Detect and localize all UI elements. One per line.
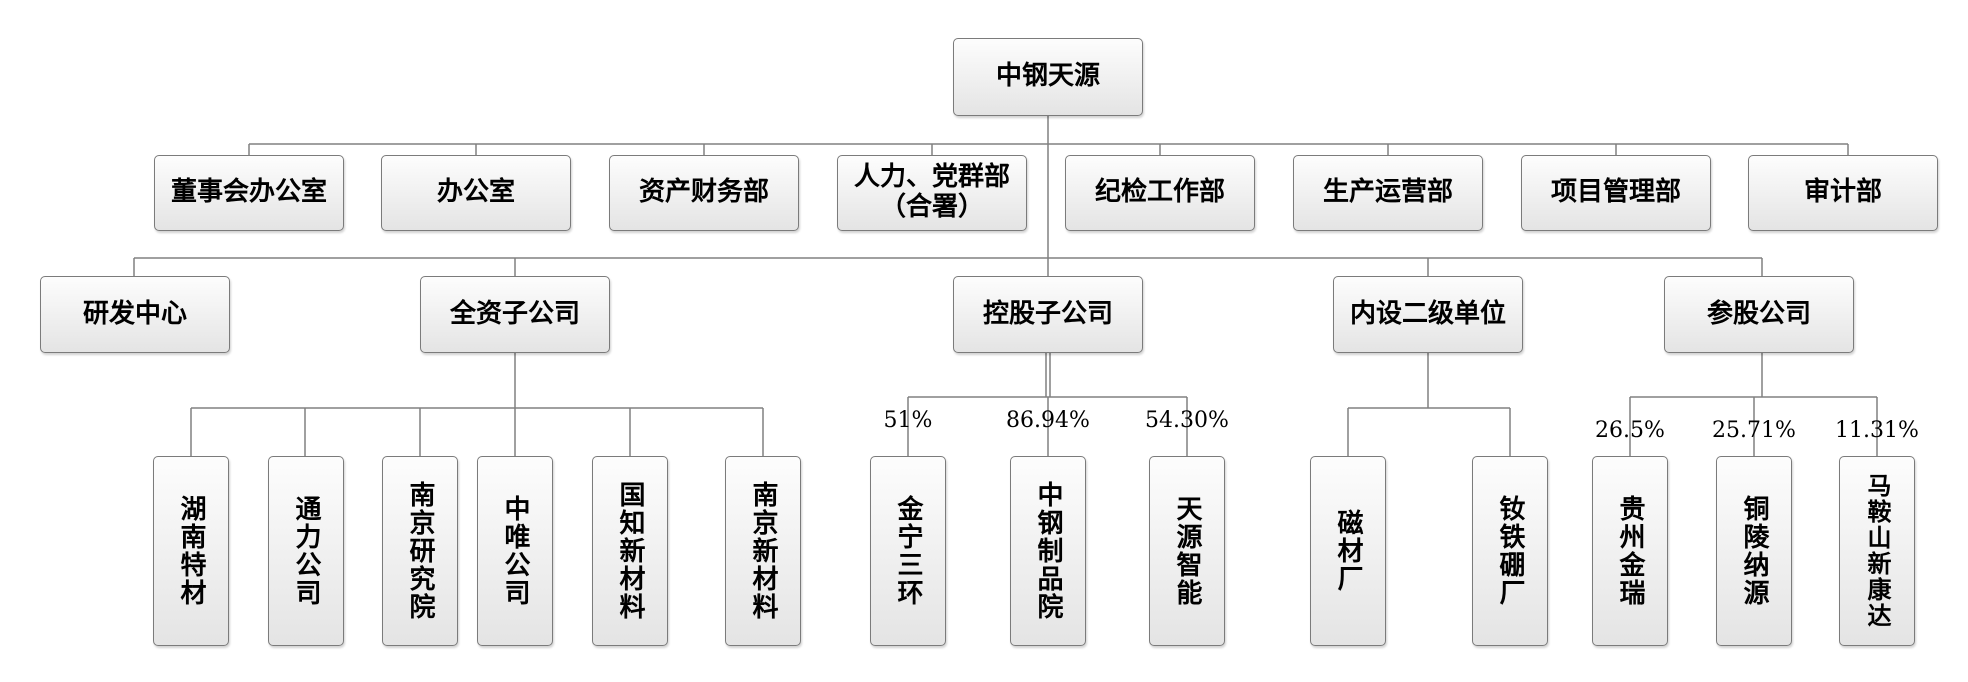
dept-asset-finance[interactable]: 资产财务部 [609,155,799,231]
group-wholly-owned[interactable]: 全资子公司 [420,276,610,353]
holding-share-jinning: 51% [883,408,933,433]
hold-tianyuan-intelligent-label: 天源智能 [1172,495,1202,607]
dept-hr-party[interactable]: 人力、党群部 （合署） [837,155,1027,231]
sub-nanjing-materials[interactable]: 南京新材料 [725,456,801,646]
sub-zhongwei[interactable]: 中唯公司 [477,456,553,646]
dept-office[interactable]: 办公室 [381,155,571,231]
root-node[interactable]: 中钢天源 [953,38,1143,116]
sub-nanjing-institute-label: 南京研究院 [405,481,435,621]
sub-nanjing-institute[interactable]: 南京研究院 [382,456,458,646]
dept-production[interactable]: 生产运营部 [1293,155,1483,231]
sub-hunan-tecai-label: 湖南特材 [176,495,206,607]
dept-hr-line1: 人力、党群部 [853,162,1010,193]
unit-magnet-plant-label: 磁材厂 [1333,509,1363,593]
hold-jinning-sanhuan-label: 金宁三环 [893,495,923,607]
hold-zhigang-products-label: 中钢制品院 [1033,481,1063,621]
sub-guozhi-materials[interactable]: 国知新材料 [592,456,668,646]
group-equity[interactable]: 参股公司 [1664,276,1854,353]
holding-share-tianyuan: 54.30% [1145,408,1229,433]
eq-maanshan-xinkangda-label: 马鞍山新康达 [1863,473,1892,629]
dept-hr-line2: （合署） [879,192,984,222]
hold-jinning-sanhuan[interactable]: 金宁三环 [870,456,946,646]
equity-share-maanshan: 11.31% [1835,418,1919,443]
sub-tongli[interactable]: 通力公司 [268,456,344,646]
group-internal-units[interactable]: 内设二级单位 [1333,276,1523,353]
hold-zhigang-products[interactable]: 中钢制品院 [1010,456,1086,646]
dept-project-mgmt[interactable]: 项目管理部 [1521,155,1711,231]
group-rnd-center[interactable]: 研发中心 [40,276,230,353]
sub-nanjing-materials-label: 南京新材料 [748,481,778,621]
unit-magnet-plant[interactable]: 磁材厂 [1310,456,1386,646]
eq-guizhou-jinrui-label: 贵州金瑞 [1615,495,1645,607]
dept-audit[interactable]: 审计部 [1748,155,1938,231]
sub-tongli-label: 通力公司 [291,495,321,607]
eq-maanshan-xinkangda[interactable]: 马鞍山新康达 [1839,456,1915,646]
sub-hunan-tecai[interactable]: 湖南特材 [153,456,229,646]
group-holding[interactable]: 控股子公司 [953,276,1143,353]
sub-zhongwei-label: 中唯公司 [500,495,530,607]
unit-ndfeb-plant-label: 钕铁硼厂 [1495,495,1525,607]
sub-guozhi-materials-label: 国知新材料 [615,481,645,621]
unit-ndfeb-plant[interactable]: 钕铁硼厂 [1472,456,1548,646]
dept-discipline[interactable]: 纪检工作部 [1065,155,1255,231]
eq-tongling-nayuan-label: 铜陵纳源 [1739,495,1769,607]
eq-tongling-nayuan[interactable]: 铜陵纳源 [1716,456,1792,646]
equity-share-guizhou: 26.5% [1595,418,1665,443]
eq-guizhou-jinrui[interactable]: 贵州金瑞 [1592,456,1668,646]
dept-board-office[interactable]: 董事会办公室 [154,155,344,231]
equity-share-tongling: 25.71% [1712,418,1796,443]
holding-share-zhigang: 86.94% [1006,408,1090,433]
hold-tianyuan-intelligent[interactable]: 天源智能 [1149,456,1225,646]
